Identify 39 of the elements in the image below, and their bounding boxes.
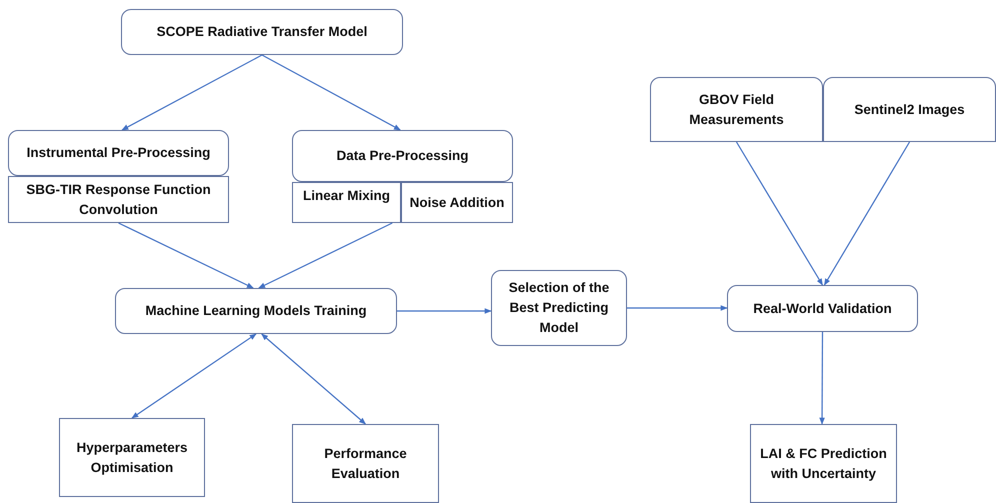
process-box — [292, 424, 439, 503]
process-box — [292, 130, 513, 182]
process-box — [401, 182, 513, 223]
process-box — [8, 176, 229, 223]
arrow — [261, 334, 366, 424]
process-box — [292, 182, 401, 223]
box-label: SBG-TIR Response Function Convolution — [25, 180, 212, 218]
process-box — [727, 285, 918, 332]
process-box — [8, 130, 229, 176]
arrow — [258, 222, 393, 289]
arrow — [262, 54, 401, 131]
arrow — [131, 334, 257, 418]
arrow — [736, 142, 824, 286]
process-box — [59, 418, 205, 497]
process-box — [121, 9, 403, 55]
process-box — [750, 424, 897, 503]
box-label: Instrumental Pre-Processing — [26, 144, 210, 162]
process-box — [491, 270, 627, 346]
arrow — [121, 54, 262, 131]
box-label: Noise Addition — [410, 194, 504, 212]
arrow — [824, 142, 910, 286]
box-label: Hyperparameters Optimisation — [75, 438, 189, 477]
process-box — [115, 288, 397, 334]
box-label: Performance Evaluation — [323, 444, 408, 482]
box-label: Sentinel2 Images — [854, 100, 965, 119]
box-label: Machine Learning Models Training — [145, 302, 367, 320]
box-label: SCOPE Radiative Transfer Model — [156, 23, 368, 41]
box-label: GBOV Field Measurements — [688, 90, 785, 128]
arrow — [627, 305, 728, 311]
box-label: Linear Mixing — [302, 187, 390, 205]
box-label: LAI & FC Prediction with Uncertainty — [759, 444, 888, 483]
arrow — [118, 222, 254, 289]
arrow — [397, 308, 492, 314]
arrow — [819, 332, 825, 425]
process-box — [823, 77, 996, 142]
process-box — [650, 77, 823, 142]
box-label: Data Pre-Processing — [336, 147, 469, 165]
box-label: Selection of the Best Predicting Model — [508, 279, 610, 337]
box-label: Real-World Validation — [753, 300, 892, 318]
